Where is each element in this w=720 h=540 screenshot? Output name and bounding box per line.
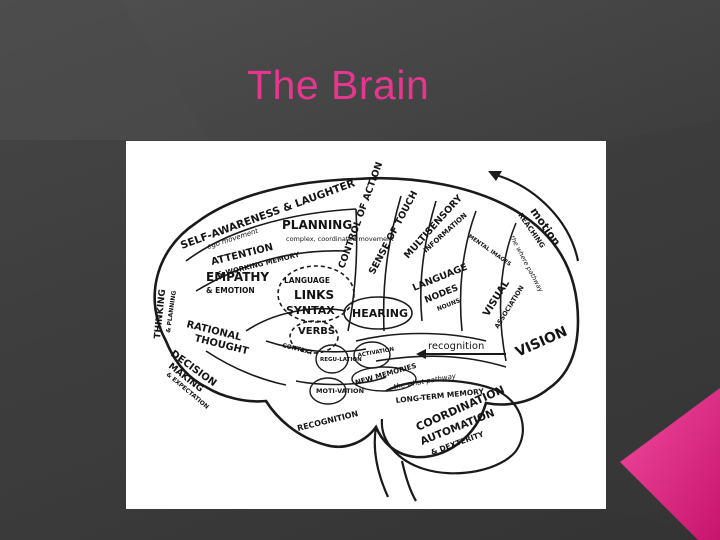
label-verbs: VERBS (298, 326, 335, 337)
label-complex-movement: complex, coordinated movement (286, 235, 394, 243)
label-syntax: SYNTAX (286, 304, 335, 317)
region-lines (185, 195, 517, 386)
brainstem-outline (373, 426, 417, 502)
label-language-links: LANGUAGE (284, 276, 330, 285)
label-recognition: RECOGNITION (296, 409, 359, 433)
new-memories-bubble (351, 366, 417, 392)
brain-diagram-image: SELF-AWARENESS & LAUGHTER ego movement P… (126, 141, 606, 509)
brain-drawing: SELF-AWARENESS & LAUGHTER ego movement P… (153, 161, 580, 502)
language-links-bubble (277, 265, 355, 323)
label-vision: VISION (513, 324, 570, 361)
cerebellum-outline (380, 379, 524, 475)
hearing-bubble (343, 296, 413, 330)
label-sense-touch: SENSE of TOUCH (367, 189, 420, 276)
regulation-bubble (315, 344, 349, 374)
label-context: CONTEXT (282, 342, 315, 357)
motion-arrowhead (488, 171, 502, 181)
label-planning: PLANNING (282, 218, 352, 232)
label-empathy: EMPATHY (206, 270, 269, 284)
motivation-bubble (309, 377, 347, 405)
recognition-arrowhead (416, 349, 426, 359)
label-recognition-arrow: recognition (428, 341, 484, 352)
brain-outline (153, 176, 580, 459)
motion-arrow (495, 173, 580, 262)
slide-title: The Brain (247, 62, 430, 108)
label-what-pathway: the what pathway (393, 372, 457, 391)
label-hearing: HEARING (352, 307, 408, 320)
label-links: LINKS (294, 288, 334, 302)
label-emotion: & EMOTION (206, 286, 255, 295)
label-motivation: MOTI-VATION (316, 387, 364, 395)
verbs-bubble (289, 320, 339, 354)
label-mental-images: MENTAL IMAGES (467, 234, 512, 268)
label-regulation: REGU-LATION (320, 357, 362, 363)
